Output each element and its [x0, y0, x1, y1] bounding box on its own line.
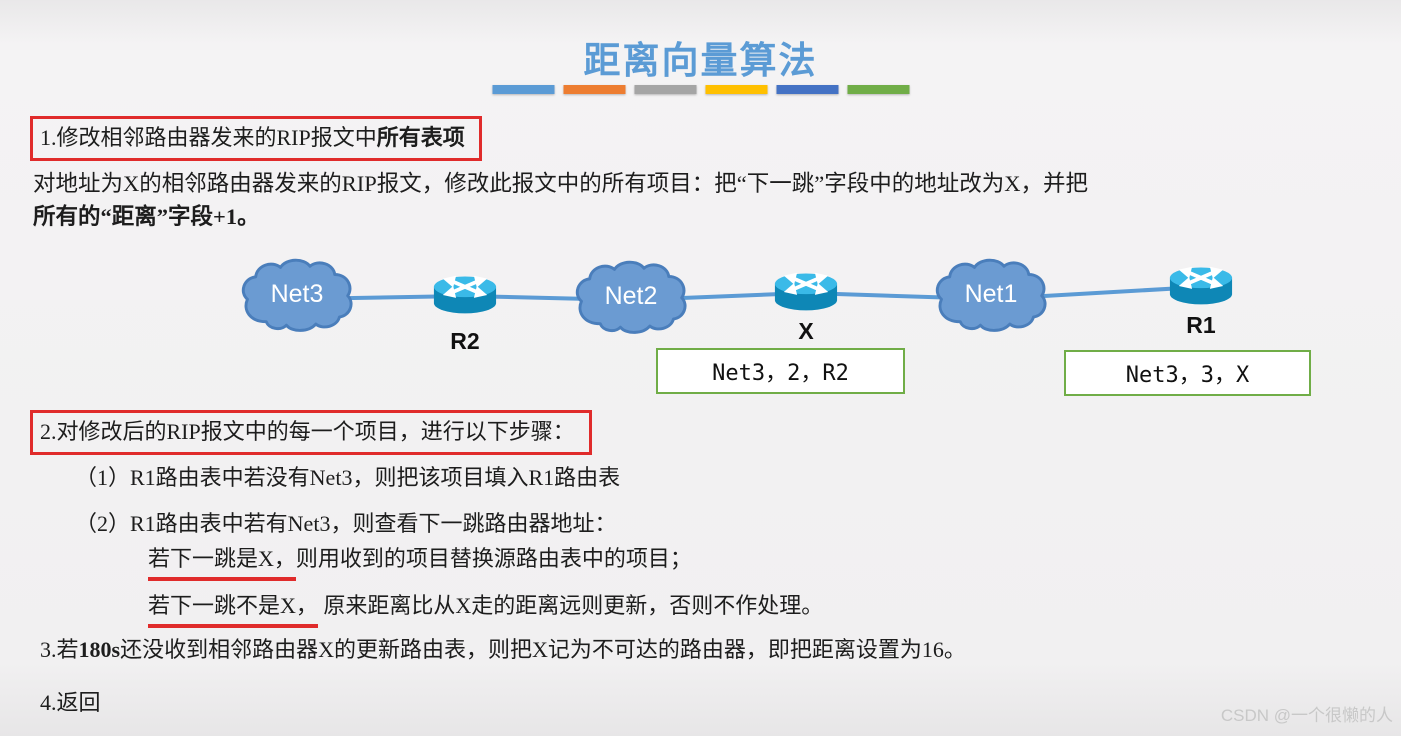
- route-entry-box-2: Net3，3，X: [1064, 350, 1311, 396]
- network-diagram: Net3 Net2 Net1: [0, 250, 1401, 400]
- accent-bar: [492, 85, 554, 94]
- step3-line: 3.若180s还没收到相邻路由器X的更新路由表，则把X记为不可达的路由器，即把距…: [40, 632, 966, 664]
- route-entry-text: Net3，2，R2: [712, 361, 849, 386]
- cloud-label: Net1: [964, 280, 1018, 308]
- accent-bar: [563, 85, 625, 94]
- accent-bar: [634, 85, 696, 94]
- step2-case2-rest: 原来距离比从X走的距离远则更新，否则不作处理。: [317, 593, 824, 618]
- cloud-label: Net2: [604, 282, 658, 310]
- router-icon: [1169, 266, 1233, 305]
- step2-case2-underlined: 若下一跳不是X，: [148, 588, 318, 628]
- router-label-r2: R2: [450, 328, 480, 354]
- step1-heading-bold: 所有表项: [376, 125, 465, 150]
- step1-heading: 1.修改相邻路由器发来的RIP报文中: [40, 125, 377, 150]
- step4-line: 4.返回: [40, 690, 101, 715]
- step2-heading: 2.对修改后的RIP报文中的每一个项目，进行以下步骤：: [40, 419, 575, 444]
- cloud-net1: Net1: [932, 258, 1050, 338]
- step2-case2: 若下一跳不是X， 原来距离比从X走的距离远则更新，否则不作处理。: [148, 588, 823, 628]
- router-x: [769, 269, 843, 317]
- step1-highlight-box: 1.修改相邻路由器发来的RIP报文中所有表项: [30, 116, 482, 161]
- cloud-net3: Net3: [238, 258, 356, 338]
- step3-rest: 还没收到相邻路由器X的更新路由表，则把X记为不可达的路由器，即把距离设置为16。: [120, 637, 966, 662]
- accent-bars: [492, 85, 909, 94]
- router-icon: [433, 275, 497, 314]
- step1-body-line2: 所有的“距离”字段+1。: [33, 204, 260, 229]
- route-entry-box-1: Net3，2，R2: [656, 348, 905, 394]
- cloud-icon: [241, 258, 353, 332]
- step1-body: 对地址为X的相邻路由器发来的RIP报文，修改此报文中的所有项目：把“下一跳”字段…: [33, 167, 1373, 233]
- route-entry-text: Net3，3，X: [1125, 363, 1250, 388]
- accent-bar: [776, 85, 838, 94]
- step3-prefix: 3.若: [40, 637, 79, 662]
- page-title: 距离向量算法: [583, 41, 818, 82]
- step2-sub1: （1）R1路由表中若没有Net3，则把该项目填入R1路由表: [75, 465, 621, 490]
- cloud-icon: [935, 258, 1047, 332]
- accent-bar: [847, 85, 909, 94]
- cloud-net2: Net2: [572, 260, 690, 340]
- router-label-r1: R1: [1186, 312, 1216, 338]
- step2-highlight-box: 2.对修改后的RIP报文中的每一个项目，进行以下步骤：: [30, 410, 592, 455]
- step2-case1-underlined: 若下一跳是X，: [148, 541, 296, 581]
- step3-bold: 180s: [78, 637, 121, 662]
- step2-sub2: （2）R1路由表中若有Net3，则查看下一跳路由器地址：: [75, 511, 617, 536]
- router-r1: [1164, 263, 1238, 311]
- router-label-x: X: [798, 318, 814, 344]
- accent-bar: [705, 85, 767, 94]
- watermark: CSDN @一个很懒的人: [1220, 706, 1393, 725]
- step1-body-line1: 对地址为X的相邻路由器发来的RIP报文，修改此报文中的所有项目：把“下一跳”字段…: [33, 171, 1088, 196]
- step2-case1-rest: 则用收到的项目替换源路由表中的项目；: [295, 546, 692, 571]
- step2-case1: 若下一跳是X，则用收到的项目替换源路由表中的项目；: [148, 541, 692, 581]
- router-icon: [774, 272, 838, 311]
- router-r2: [428, 272, 502, 320]
- cloud-label: Net3: [270, 280, 324, 308]
- cloud-icon: [575, 260, 687, 334]
